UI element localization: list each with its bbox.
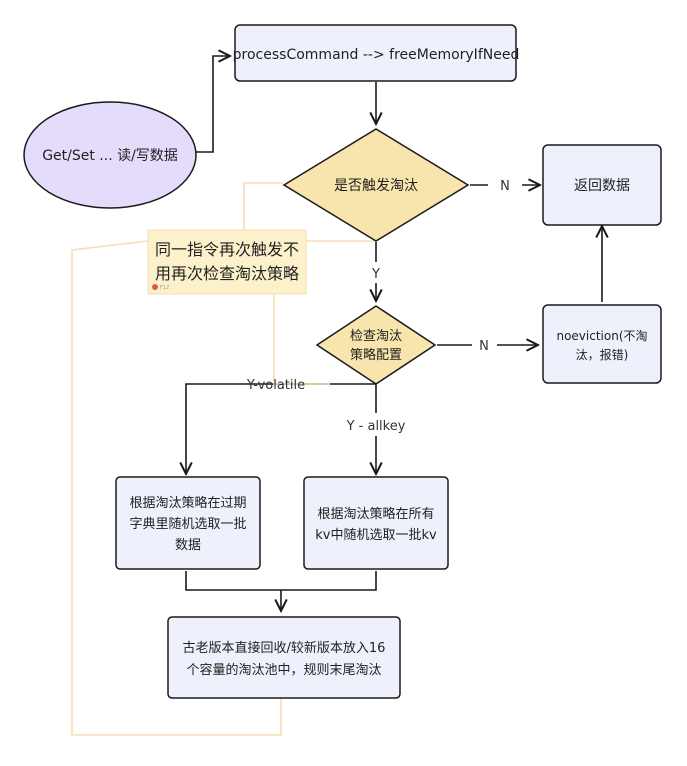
edge-label-trigger-no: N bbox=[500, 179, 510, 194]
policy-decision-label-line2: 策略配置 bbox=[350, 347, 402, 363]
return-data-label: 返回数据 bbox=[574, 178, 630, 194]
sticky-note-tag-icon bbox=[152, 284, 158, 290]
start-node bbox=[23, 101, 197, 209]
policy-decision-label-line1: 检查淘汰 bbox=[350, 329, 402, 344]
sticky-note-tag: F12 bbox=[160, 285, 169, 291]
process-command-label: processCommand --> freeMemoryIfNeed bbox=[233, 47, 520, 63]
allkey-sample-label-line1: 根据淘汰策略在所有 bbox=[317, 506, 434, 522]
edge-label-policy-no: N bbox=[479, 339, 489, 354]
sticky-note-line1: 同一指令再次触发不 bbox=[155, 240, 299, 259]
trigger-decision-label: 是否触发淘汰 bbox=[334, 178, 418, 194]
sticky-note-line2: 用再次检查淘汰策略 bbox=[155, 264, 299, 283]
volatile-sample-label-line3: 数据 bbox=[175, 538, 201, 553]
return-data-node bbox=[542, 144, 662, 226]
eviction-pool-label-line1: 古老版本直接回收/较新版本放入16 bbox=[183, 640, 386, 656]
edge-label-policy-volatile: Y-volatile bbox=[246, 378, 305, 393]
volatile-sample-label-line2: 字典里随机选取一批 bbox=[129, 517, 246, 532]
noeviction-node bbox=[542, 304, 662, 384]
process-command-node bbox=[234, 24, 517, 82]
trigger-decision-node bbox=[282, 128, 470, 242]
note-loop-line bbox=[71, 182, 376, 736]
sticky-note bbox=[147, 229, 307, 295]
start-node-label: Get/Set ... 读/写数据 bbox=[42, 147, 178, 164]
allkey-sample-node bbox=[303, 476, 449, 570]
edge-start-to-process bbox=[195, 56, 230, 153]
edge-label-policy-allkey: Y - allkey bbox=[346, 419, 406, 434]
allkey-sample-label-line2: kv中随机选取一批kv bbox=[315, 528, 437, 543]
eviction-pool-node bbox=[167, 616, 401, 699]
edge-label-trigger-yes: Y bbox=[371, 267, 380, 282]
eviction-pool-label-line2: 个容量的淘汰池中，规则末尾淘汰 bbox=[186, 662, 381, 678]
volatile-sample-label-line1: 根据淘汰策略在过期 bbox=[129, 495, 246, 511]
volatile-sample-node bbox=[115, 476, 261, 570]
policy-decision-node bbox=[315, 305, 437, 385]
noeviction-label-line1: noeviction(不淘 bbox=[556, 329, 647, 343]
edge-volatile-to-pool bbox=[185, 571, 377, 611]
noeviction-label-line2: 汰，报错) bbox=[576, 347, 629, 362]
